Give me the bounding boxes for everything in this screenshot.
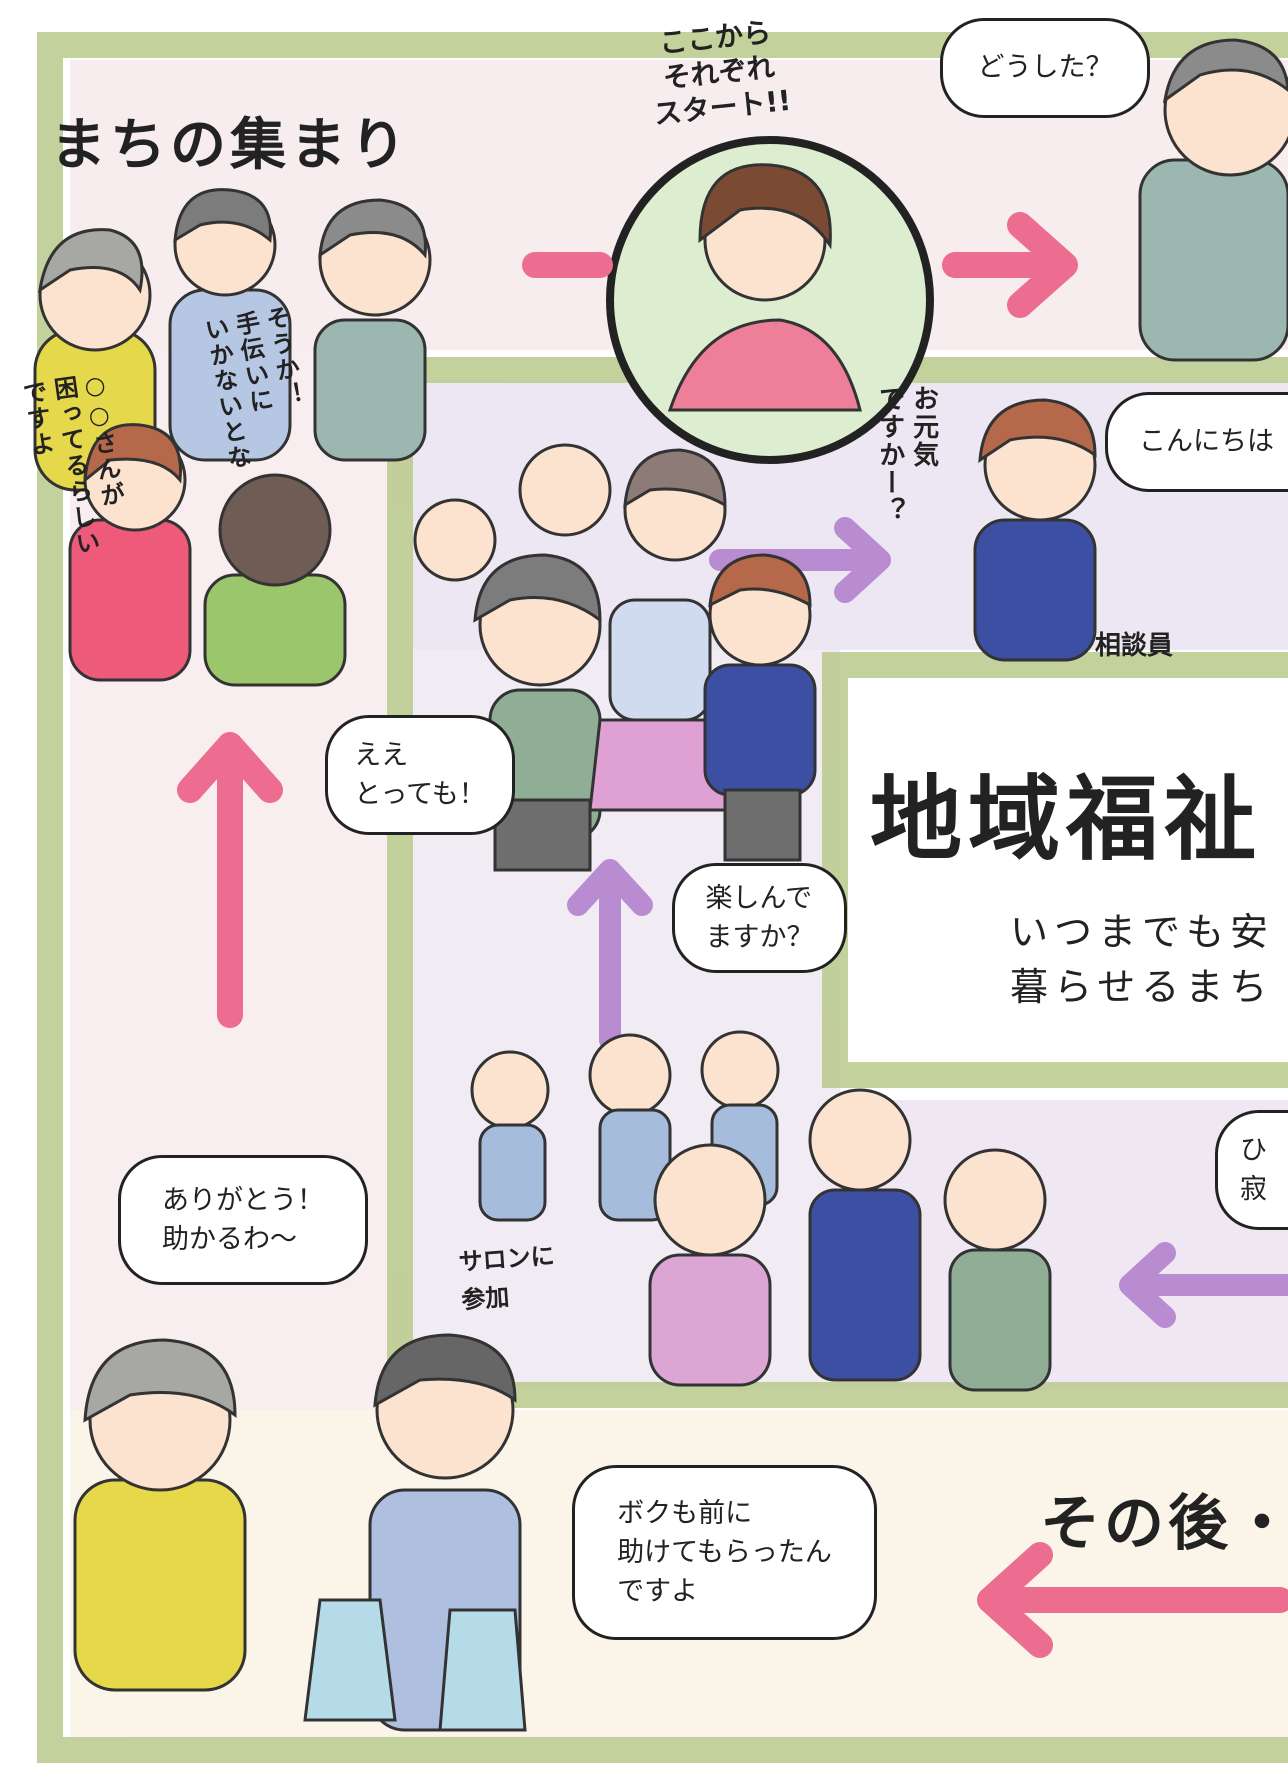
woman-pink-top — [68, 423, 192, 682]
text-ogenki: お元気 ですかー？ — [874, 385, 939, 525]
arrow-purple-up — [567, 859, 653, 1051]
elder-man-right — [1138, 38, 1288, 362]
elder-woman-sling — [73, 1338, 247, 1692]
arrow-purple-left — [1119, 1242, 1288, 1328]
sonogo-label: その後・ — [1040, 1489, 1288, 1559]
coordinator-woman-start — [667, 163, 862, 412]
staff-woman-blue — [703, 553, 817, 862]
man-blue-jacket — [168, 188, 292, 462]
woman-pink-skirt — [588, 448, 742, 812]
start-label: ここから それぞれ スタート!! — [652, 15, 793, 131]
bubble-arigatou: ありがとう！ 助かるわ〜 — [118, 1155, 368, 1285]
bubble-hi-sabi: ひ 寂 — [1215, 1110, 1288, 1230]
bubble-konnichiwa: こんにちは — [1105, 392, 1288, 492]
consultant-woman — [973, 398, 1097, 662]
bubble-tanoshinde: 楽しんで ますか？ — [672, 863, 847, 973]
elder-woman-green — [473, 553, 602, 872]
salon-group — [470, 1030, 1052, 1392]
arrow-pink-left — [977, 1542, 1288, 1658]
arrow-pink-2 — [942, 212, 1078, 318]
background-people — [413, 443, 612, 582]
bubble-ee: ええ とっても！ — [325, 715, 515, 835]
elder-man-vest — [313, 198, 432, 462]
bubble-bokumo: ボクも前に 助けてもらったん ですよ — [572, 1465, 877, 1640]
label-soudanin: 相談員 — [1095, 631, 1174, 661]
woman-green-back — [203, 473, 347, 687]
main-title: 地域福祉 — [870, 766, 1263, 873]
man-shopping-bags — [303, 1333, 527, 1732]
label-salon: サロンに 参加 — [457, 1241, 556, 1315]
arrow-pink-up — [177, 732, 283, 1028]
gathering-title: まちの集まり — [50, 113, 410, 178]
subtitle: いつまでも安 暮らせるまち — [1010, 910, 1275, 1010]
bubble-doushita: どうした？ — [940, 18, 1150, 118]
